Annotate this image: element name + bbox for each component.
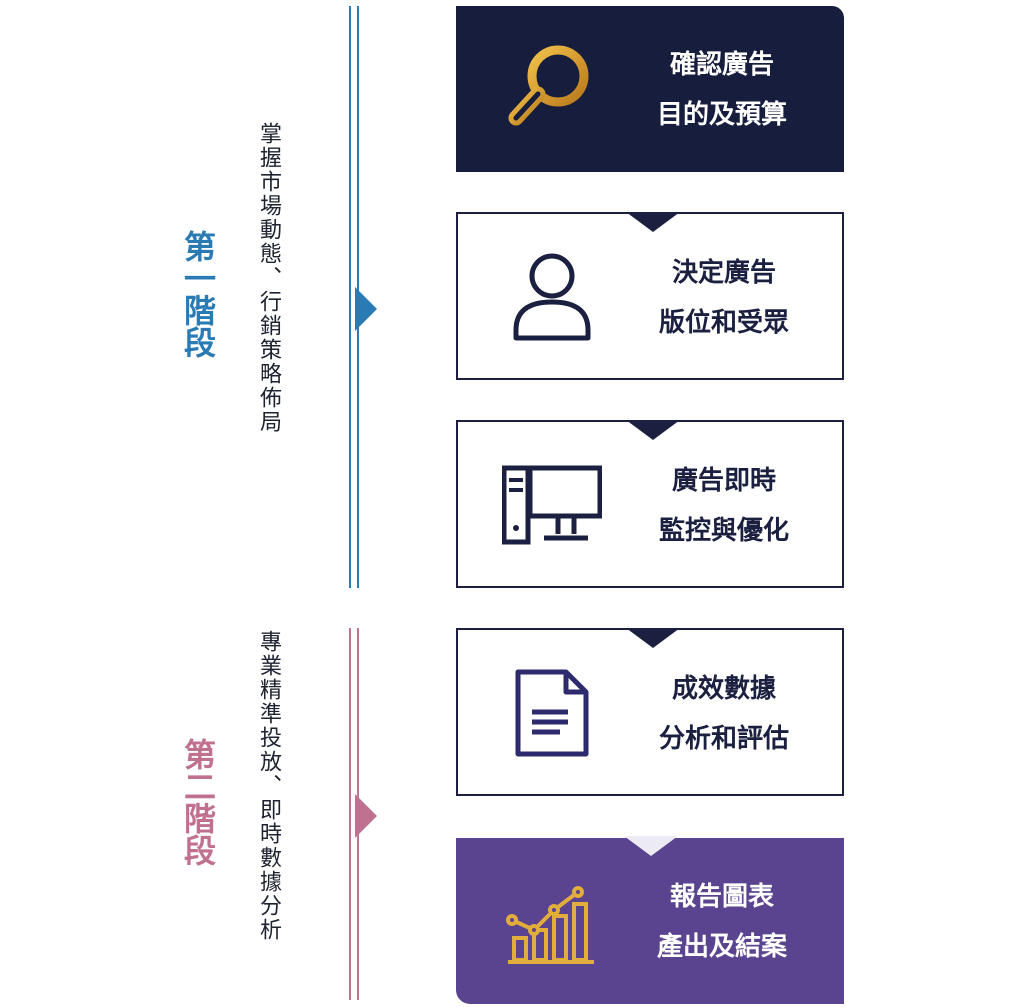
step-text: 廣告即時 監控與優化: [644, 456, 804, 556]
step-title: 成效數據: [671, 674, 776, 704]
phase1-arrow: [355, 287, 377, 331]
growth-chart-icon: [500, 870, 600, 970]
computer-icon: [501, 454, 603, 554]
connector-notch: [626, 212, 680, 232]
step-box-report: 報告圖表 產出及結案: [456, 836, 844, 1004]
document-icon: [502, 662, 602, 762]
step-text: 報告圖表 產出及結案: [642, 872, 802, 972]
step-text: 決定廣告 版位和受眾: [644, 248, 804, 348]
phase2-label: 第二階段: [179, 738, 217, 866]
step-box-monitoring: 廣告即時 監控與優化: [456, 420, 844, 588]
step-box-analysis: 成效數據 分析和評估: [456, 628, 844, 796]
step-text: 確認廣告 目的及預算: [642, 40, 802, 140]
step-title: 決定廣告: [671, 258, 776, 288]
step-title: 廣告即時: [671, 466, 776, 496]
step-subtitle: 監控與優化: [658, 516, 789, 546]
phase2-description: 專業精準投放、即時數據分析: [256, 630, 281, 942]
step-subtitle: 版位和受眾: [658, 308, 789, 338]
user-icon: [502, 246, 602, 346]
phase1-description: 掌握市場動態、行銷策略佈局: [256, 122, 281, 434]
step-title: 報告圖表: [669, 882, 774, 912]
step-box-placement-audience: 決定廣告 版位和受眾: [456, 212, 844, 380]
step-title: 確認廣告: [669, 50, 774, 80]
connector-notch: [626, 420, 680, 440]
connector-notch: [626, 628, 680, 648]
step-box-confirm-budget: 確認廣告 目的及預算: [456, 6, 844, 172]
magnifier-icon: [500, 38, 600, 138]
step-subtitle: 產出及結案: [656, 932, 787, 962]
step-text: 成效數據 分析和評估: [644, 664, 804, 764]
step-subtitle: 目的及預算: [656, 100, 787, 130]
phase2-arrow: [355, 794, 377, 838]
phase1-label: 第一階段: [179, 230, 217, 358]
connector-notch: [624, 836, 678, 856]
step-subtitle: 分析和評估: [658, 724, 789, 754]
